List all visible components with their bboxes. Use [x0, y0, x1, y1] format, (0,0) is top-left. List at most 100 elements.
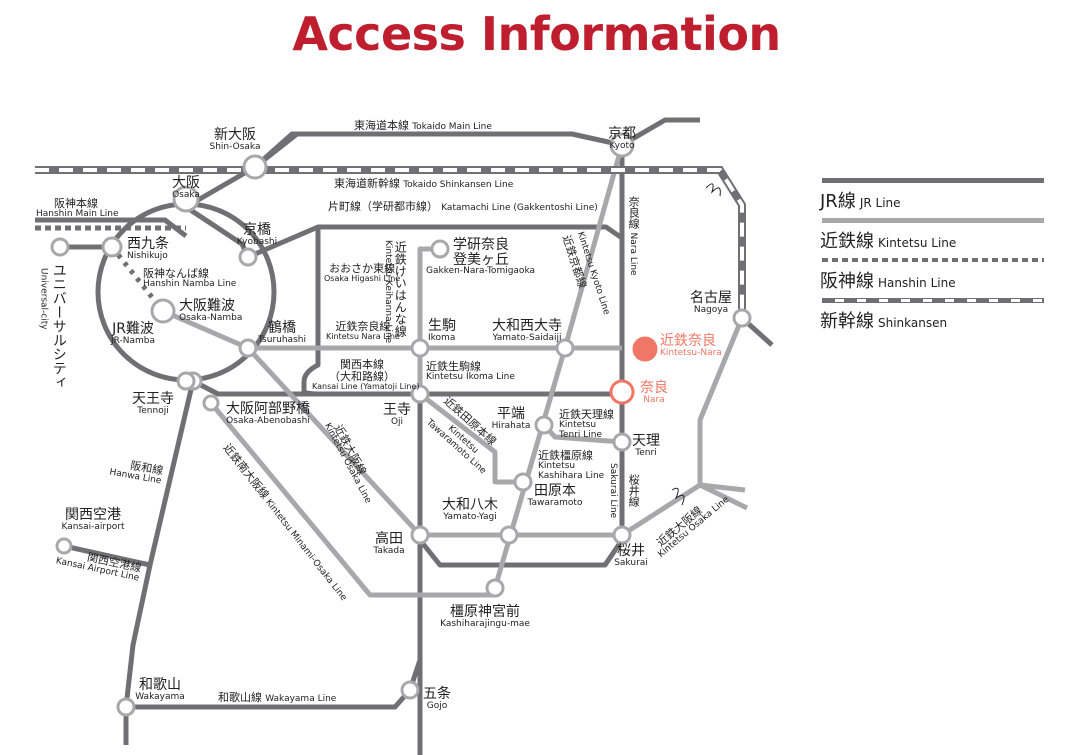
line-kansai-airport — [63, 543, 151, 568]
station-marker-oji — [410, 384, 430, 404]
line-sakurai-lower — [418, 538, 625, 568]
station-marker-yamato-yagi — [499, 525, 519, 545]
station-marker-kyobashi — [238, 247, 258, 267]
line-hanshin-namba — [110, 245, 165, 313]
station-marker-shin-osaka — [242, 154, 268, 180]
station-marker-osaka-abenobashi — [202, 394, 220, 412]
station-marker-kansai-airport — [55, 537, 73, 555]
legend-swatch-hanshin — [822, 258, 1044, 262]
station-marker-yamato-saidaiji — [555, 338, 575, 358]
legend-label-en: Hanshin Line — [878, 276, 956, 290]
line-wakayama — [126, 659, 423, 710]
legend-label-en: JR Line — [859, 196, 901, 210]
station-marker-tawaramoto — [513, 472, 533, 492]
station-label-universal-city-en: Universal-city — [38, 268, 49, 330]
legend-swatch-jr — [822, 178, 1044, 183]
page-title: Access Information — [292, 7, 781, 61]
line-minami-osaka — [209, 401, 495, 598]
line-tawaramoto — [418, 392, 523, 485]
line-break-mark-shinkansen — [705, 183, 721, 197]
legend-item-kintetsu: 近鉄線 Kintetsu Line — [820, 218, 1045, 258]
line-hanwa — [123, 380, 196, 745]
station-marker-nara — [609, 379, 635, 405]
station-marker-kyoto — [609, 132, 635, 158]
station-marker-nagoya — [732, 308, 752, 328]
line-label-tokaido-shinkansen: 東海道新幹線 Tokaido Shinkansen Line — [334, 177, 514, 190]
station-marker-gojo — [400, 680, 420, 700]
legend-label-en: Shinkansen — [878, 316, 948, 330]
line-label-sakurai-jp: 桜井線 — [627, 474, 641, 507]
station-marker-takada — [410, 525, 430, 545]
line-katamachi — [247, 224, 624, 260]
station-label-universal-city[interactable]: ユニバーサルシティ — [50, 263, 67, 389]
legend-label-jp: JR線 — [820, 191, 856, 212]
legend-label-jp: 阪神線 — [820, 271, 874, 292]
line-label-keihanna-jp: 近鉄けいはんな線 — [393, 241, 408, 337]
line-label-wakayama: 和歌山線 Wakayama Line — [218, 691, 337, 704]
line-label-keihanna-en: Kintetsu Keihanna Line — [382, 240, 393, 344]
line-hanshin-feeder-jr — [35, 217, 188, 238]
legend-swatch-shinkansen — [822, 298, 1044, 303]
station-marker-gakken-nara — [430, 239, 450, 259]
station-marker-osaka-namba — [150, 298, 176, 324]
line-kintetsu-osaka-ise — [698, 482, 749, 511]
station-marker-tennoji — [176, 371, 196, 391]
line-label-tokaido-main: 東海道本線 Tokaido Main Line — [354, 119, 492, 132]
line-label-nara-line: 奈良線 Nara Line — [627, 196, 641, 276]
station-marker-tenri — [612, 432, 632, 452]
legend-item-hanshin: 阪神線 Hanshin Line — [820, 258, 1045, 298]
station-marker-hirahata — [534, 415, 554, 435]
station-marker-universal-city — [50, 237, 70, 257]
line-label-sakurai-en: Sakurai Line — [607, 463, 618, 519]
station-marker-wakayama — [116, 697, 136, 717]
station-marker-nishikujo — [101, 236, 123, 258]
legend-label-jp: 近鉄線 — [820, 231, 874, 252]
station-marker-ikoma — [410, 338, 430, 358]
line-label-kansai: 関西本線（大和路線）Kansai Line (Yamatoji Line) — [312, 358, 420, 392]
legend-label-en: Kintetsu Line — [878, 236, 957, 250]
line-kintetsu-osaka-nagoya — [697, 317, 745, 485]
line-break-mark-kintetsu — [671, 487, 685, 506]
legend-swatch-kintetsu — [822, 218, 1044, 223]
station-marker-osaka — [172, 185, 200, 213]
station-marker-tsuruhashi — [238, 338, 258, 358]
